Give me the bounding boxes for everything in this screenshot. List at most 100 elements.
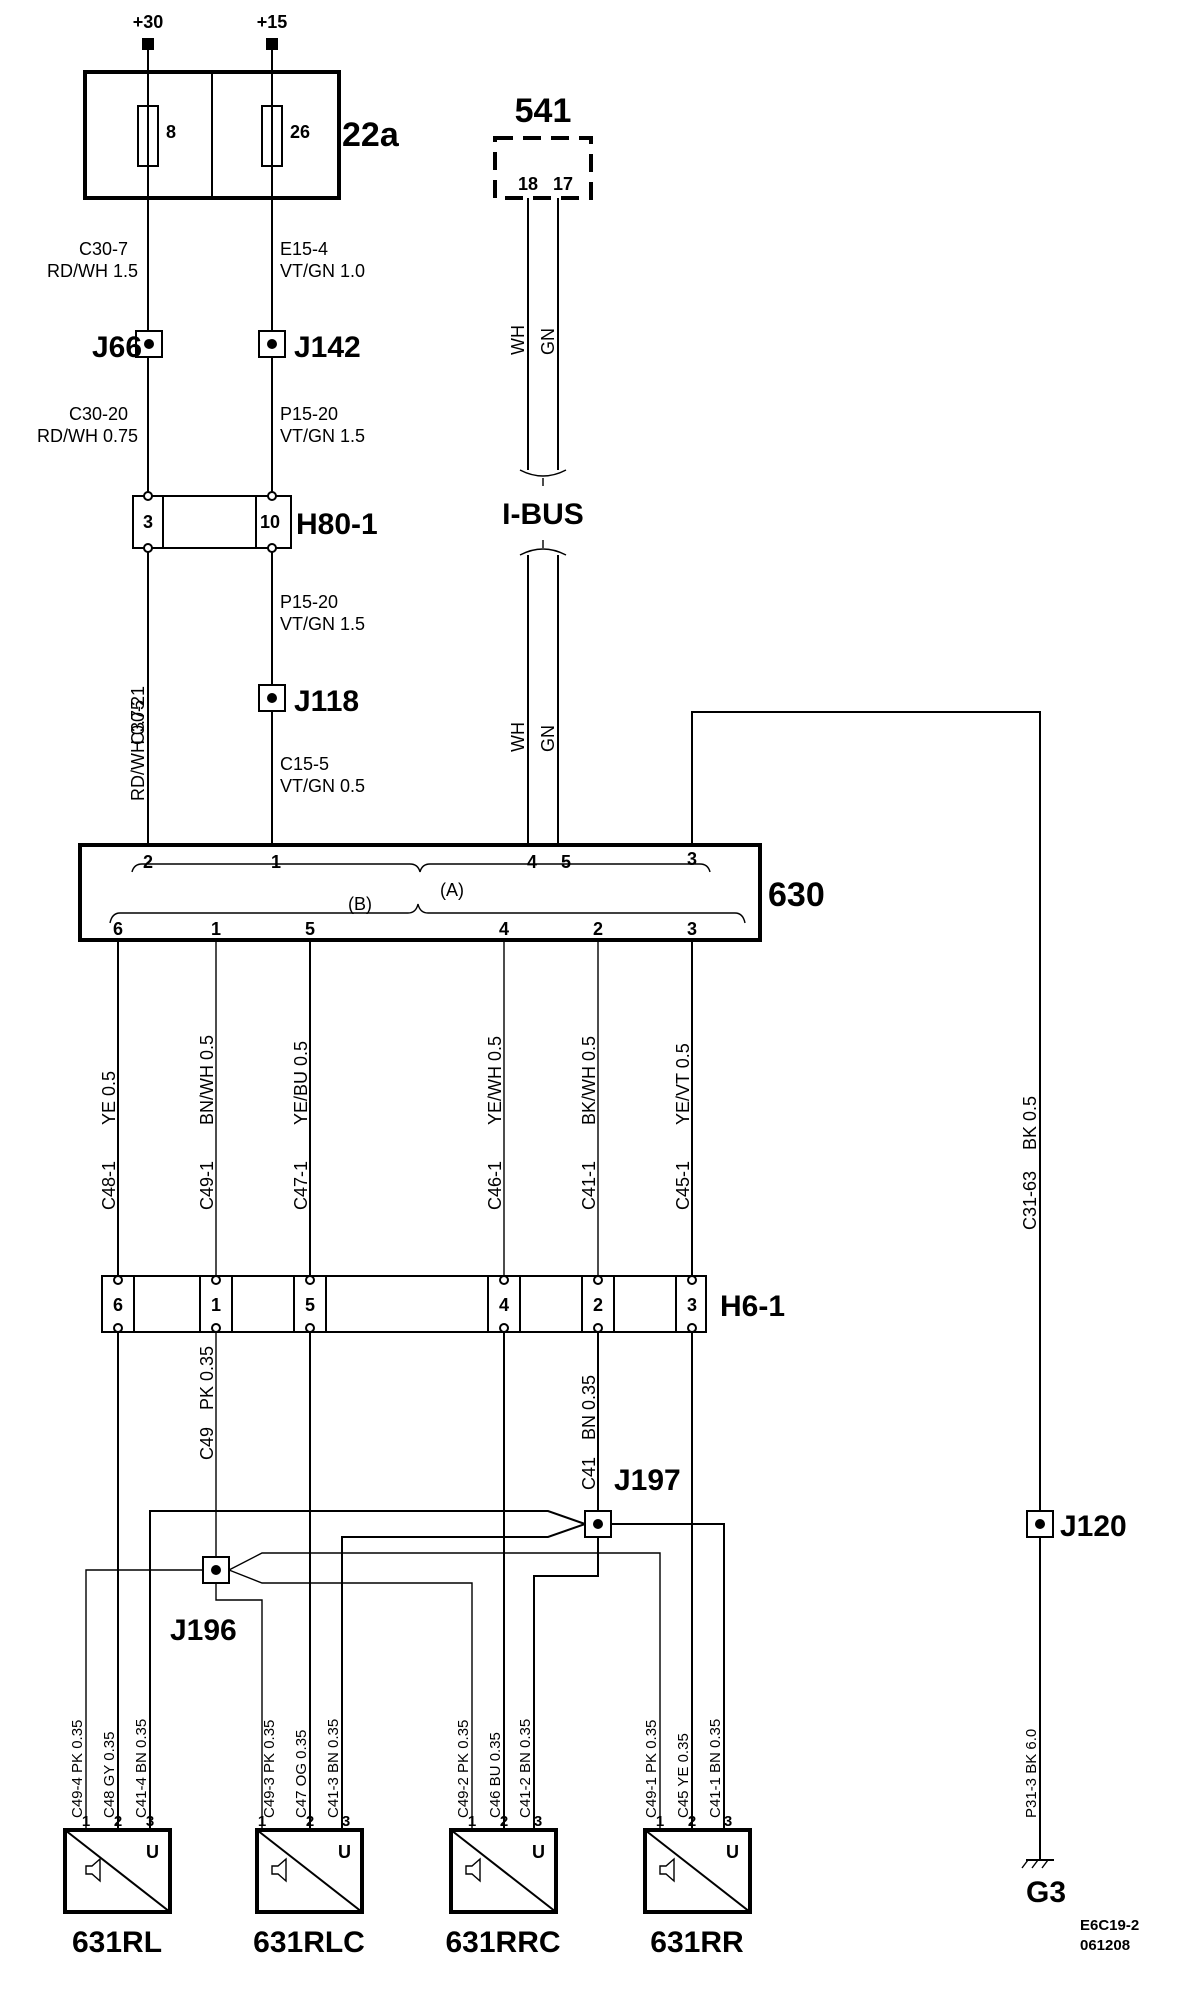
h6-pin: 1	[211, 1295, 221, 1315]
group-a-label: (A)	[440, 880, 464, 900]
module-541-pin18: 18	[518, 174, 538, 194]
speaker-icon	[85, 1857, 101, 1883]
h80-pin-b: 10	[260, 512, 280, 532]
module-541: 541 18 17	[493, 92, 593, 200]
speaker-wire-labels: C49-4 PK 0.35 C48 GY 0.35 C41-4 BN 0.35 …	[69, 1719, 1040, 1818]
junction-j196-label: J196	[170, 1614, 237, 1647]
wire-label: GN	[538, 328, 558, 355]
wire-label: C49-1 PK 0.35	[643, 1720, 660, 1818]
wire-label: BN/WH 0.5	[197, 1035, 217, 1125]
wire-label: P31-3 BK 6.0	[1023, 1729, 1040, 1818]
junction-j120-label: J120	[1060, 1510, 1127, 1543]
amp-pin: 1	[211, 919, 221, 939]
ground-g3-label: G3	[1026, 1876, 1066, 1909]
wire-c49-4	[85, 1569, 203, 1830]
speaker-pin: 1	[82, 1813, 90, 1830]
speaker-pin: 2	[500, 1813, 508, 1830]
amp-pin: 4	[499, 919, 509, 939]
wire-label: E15-4	[280, 239, 328, 259]
amp-pin: 2	[143, 852, 153, 872]
amplifier-630: (A) (B) 630 2 1 4 5 3 6 1 5 4 2 3	[78, 843, 825, 942]
wire-label: WH	[508, 325, 528, 355]
group-b-label: (B)	[348, 894, 372, 914]
connector-h6-1: 6 1 5 4 2 3 H6-1	[101, 1275, 785, 1333]
speaker-pin: 3	[146, 1813, 154, 1830]
wire-label: C41	[579, 1457, 599, 1490]
junction-j118-label: J118	[294, 685, 359, 718]
wire-c41-2	[533, 1537, 599, 1830]
wire-c41-1-speaker	[611, 1523, 725, 1830]
speaker-pin: 3	[342, 1813, 350, 1830]
wire-label: C15-5	[280, 754, 329, 774]
amp-pin: 1	[271, 852, 281, 872]
speaker-631rlc-label: 631RLC	[253, 1926, 365, 1959]
wire-label: C49-2 PK 0.35	[455, 1720, 472, 1818]
wire-label: YE/WH 0.5	[485, 1036, 505, 1125]
terminal-plus30	[142, 38, 154, 50]
diagram-code: E6C19-2	[1080, 1917, 1139, 1934]
h6-pin: 6	[113, 1295, 123, 1315]
amp-pin: 5	[561, 852, 571, 872]
amplifier-630-label: 630	[768, 876, 825, 914]
wire-label: C30-21	[128, 686, 148, 745]
wire-label: PK 0.35	[197, 1346, 217, 1410]
group-a-brace	[131, 863, 711, 873]
speaker-unit-label: U	[338, 1842, 351, 1862]
wire-label: RD/WH 0.75	[128, 700, 148, 801]
amp-pin: 5	[305, 919, 315, 939]
supply-plus30-label: +30	[133, 12, 164, 32]
module-541-label: 541	[515, 92, 572, 130]
speaker-unit-label: U	[726, 1842, 739, 1862]
speaker-631rlc: 1 2 3 U 631RLC	[253, 1813, 365, 1959]
ibus-label: I-BUS	[502, 498, 584, 531]
wire-label: P15-20	[280, 404, 338, 424]
wire-label: C48-1	[99, 1161, 119, 1210]
wire-label: C47 OG 0.35	[293, 1730, 310, 1818]
terminal-plus15	[266, 38, 278, 50]
mid-wire-labels: C48-1 YE 0.5 C49-1 BN/WH 0.5 C47-1 YE/BU…	[99, 1035, 693, 1210]
wire-label: C49	[197, 1427, 217, 1460]
amp-pin: 3	[687, 849, 697, 869]
speaker-unit-label: U	[146, 1842, 159, 1862]
wire-label: C30-20	[69, 404, 128, 424]
wire-label: C41-1 BN 0.35	[707, 1719, 724, 1818]
speaker-pin: 1	[258, 1813, 266, 1830]
fuse-left-number: 8	[166, 122, 176, 142]
wire-label: RD/WH 0.75	[37, 426, 138, 446]
speaker-pin: 2	[688, 1813, 696, 1830]
h6-pin: 4	[499, 1295, 509, 1315]
wire-label: C41-2 BN 0.35	[517, 1719, 534, 1818]
junction-j66-label: J66	[92, 331, 142, 364]
module-541-pin17: 17	[553, 174, 573, 194]
fuse-right-number: 26	[290, 122, 310, 142]
speaker-icon	[271, 1857, 287, 1883]
wire-label: YE 0.5	[99, 1071, 119, 1125]
wire-c41-4	[149, 1510, 586, 1830]
wire-label: C46 BU 0.35	[487, 1732, 504, 1818]
speaker-631rl-label: 631RL	[72, 1926, 162, 1959]
fusebox-id: 22a	[342, 116, 400, 154]
wire-c49-1-speaker	[228, 1552, 661, 1830]
wire-label: C41-3 BN 0.35	[325, 1719, 342, 1818]
speaker-pin: 1	[656, 1813, 664, 1830]
wire-label: C47-1	[291, 1161, 311, 1210]
ground-g3: G3	[1021, 1845, 1066, 1909]
speaker-pin: 1	[468, 1813, 476, 1830]
speaker-631rrc-label: 631RRC	[445, 1926, 560, 1959]
junction-j142	[258, 330, 286, 358]
wire-label: C46-1	[485, 1161, 505, 1210]
speaker-631rr-label: 631RR	[650, 1926, 744, 1959]
wire-label: P15-20	[280, 592, 338, 612]
wire-label: VT/GN 1.5	[280, 614, 365, 634]
speaker-icon	[659, 1857, 675, 1883]
amp-pin: 3	[687, 919, 697, 939]
wire-label: YE/VT 0.5	[673, 1043, 693, 1125]
connector-h80-label: H80-1	[296, 508, 378, 541]
wire-label: BK/WH 0.5	[579, 1036, 599, 1125]
wire-label: C49-3 PK 0.35	[261, 1720, 278, 1818]
wire-c49-3	[215, 1583, 263, 1830]
junction-j197-label: J197	[614, 1464, 681, 1497]
wire-label: YE/BU 0.5	[291, 1041, 311, 1125]
wire-label: C49-4 PK 0.35	[69, 1720, 86, 1818]
